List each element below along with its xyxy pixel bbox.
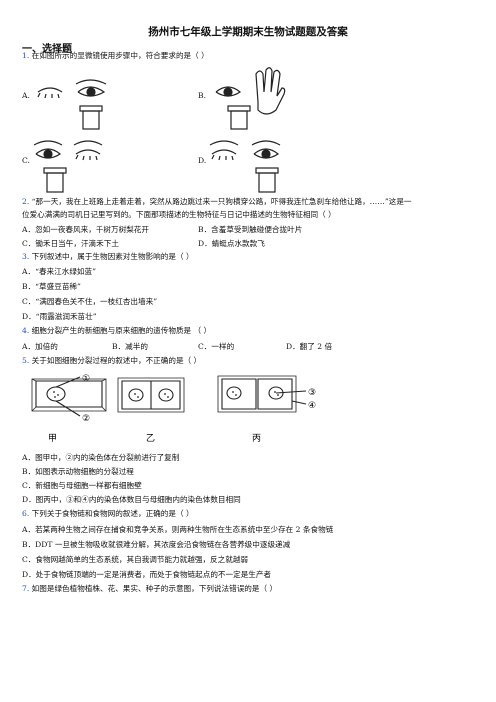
option-b: B．如图表示动物细胞的分裂过程: [22, 467, 134, 476]
option-b: B．减半的: [112, 342, 148, 351]
question-number: 1.: [22, 51, 30, 60]
question-7: 7. 如图是绿色植物植株、花、果实、种子的示意图，下列说法错误的是（ ）: [22, 584, 277, 594]
question-text: 下列叙述中，属于生物因素对生物影响的是（ ）: [31, 252, 194, 261]
mark-1: ①: [82, 374, 90, 384]
question-number: 3.: [22, 252, 30, 261]
microscope-figure-b: [215, 67, 286, 130]
section-heading: 一、选择题: [22, 44, 72, 55]
page-title: 扬州市七年级上学期期末生物试题题及答案: [148, 26, 348, 38]
mark-4: ④: [308, 401, 316, 411]
question-5: 5. 关于如图细胞分裂过程的叙述中，不正确的是（ ）: [22, 356, 201, 366]
option-b: B．“草盛豆苗稀”: [22, 282, 81, 291]
label-yi: 乙: [146, 433, 155, 444]
option-c: C．新细胞与母细胞一样都有细胞壁: [22, 481, 142, 490]
option-d-prefix: D．图丙中，: [22, 495, 67, 504]
question-3: 3. 下列叙述中，属于生物因素对生物影响的是（ ）: [22, 252, 194, 262]
cell-division-figure: ① ② ③ ④ 甲 乙 丙: [31, 374, 316, 444]
option-c-label: C.: [22, 156, 30, 165]
question-number: 4.: [22, 326, 30, 335]
option-a-label: A.: [22, 91, 30, 100]
option-d: D．“雨露滋润禾苗壮”: [22, 312, 97, 321]
question-1: 1. 在如图所示的显微镜使用步骤中，符合要求的是（ ）: [22, 51, 209, 61]
option-a-suffix: 内的染色体在分裂前进行了复制: [73, 453, 180, 462]
option-c: C．“满园春色关不住，一枝红杏出墙来”: [22, 297, 158, 306]
option-d-and: 和: [73, 495, 82, 504]
option-b: B．DDT 一旦被生物吸收就很难分解，其浓度会沿食物链在各营养级中逐级递减: [22, 540, 291, 549]
option-c: C．锄禾日当午，汗滴禾下土: [22, 239, 119, 248]
option-b: B．含羞草受到触碰便合拢叶片: [198, 225, 303, 234]
option-d: D．图丙中，③和④内的染色体数目与母细胞内的染色体数目相同: [22, 494, 241, 505]
question-text-line2: 位爱心满满的司机日记里写到的。下面那项描述的生物特征与日记中描述的生物特征相同（…: [22, 210, 336, 219]
mark-3: ③: [308, 388, 316, 398]
mark-2: ②: [82, 414, 90, 424]
option-a: A．若某两种生物之间存在捕食和竞争关系，则两种生物所在生态系统中至少存在 2 条…: [22, 525, 334, 534]
option-d: D．蜻蜓点水款款飞: [198, 239, 265, 248]
option-d: D．翻了 2 倍: [286, 342, 333, 351]
option-c: C．一样的: [198, 342, 235, 351]
question-text: 关于如图细胞分裂过程的叙述中，不正确的是（ ）: [31, 356, 202, 365]
microscope-figure-a: [37, 79, 107, 130]
mark-ref-2: ②: [65, 453, 74, 462]
option-a: A．图甲中，②内的染色体在分裂前进行了复制: [22, 452, 179, 463]
question-text: 如图是绿色植物植株、花、果实、种子的示意图，下列说法错误的是（ ）: [31, 584, 278, 593]
option-a: A．“春来江水绿如蓝”: [22, 267, 96, 276]
option-d-suffix: 内的染色体数目与母细胞内的染色体数目相同: [88, 495, 241, 504]
option-c: C．食物网越简单的生态系统，其自我调节能力就越强，反之就越弱: [22, 555, 249, 564]
mark-ref-4: ④: [81, 495, 89, 504]
option-d: D．处于食物链顶端的一定是消费者，而处于食物链起点的不一定是生产者: [22, 570, 272, 579]
question-text: 细胞分裂产生的新细胞与原来细胞的遗传物质是 （ ）: [31, 326, 212, 335]
option-a: A．忽如一夜春风来，千树万树梨花开: [22, 225, 149, 234]
question-number: 6.: [22, 509, 30, 518]
option-a: A．加倍的: [22, 342, 58, 351]
question-number: 2.: [22, 197, 30, 206]
label-bing: 丙: [252, 433, 261, 444]
question-text: 在如图所示的显微镜使用步骤中，符合要求的是（ ）: [31, 51, 209, 60]
mark-ref-3: ③: [66, 495, 74, 504]
microscope-figure-c: [33, 140, 103, 193]
microscope-figure-d: [209, 140, 281, 193]
question-6: 6. 下列关于食物链和食物网的叙述，正确的是（ ）: [22, 509, 194, 519]
option-d-label: D.: [198, 156, 207, 165]
question-4: 4. 细胞分裂产生的新细胞与原来细胞的遗传物质是 （ ）: [22, 326, 211, 336]
label-jia: 甲: [48, 433, 57, 444]
question-text: 下列关于食物链和食物网的叙述，正确的是（ ）: [31, 509, 194, 518]
question-number: 7.: [22, 584, 30, 593]
option-b-label: B.: [198, 91, 206, 100]
question-2: 2. “那一天，我在上班路上走着走着，突然从路边跳过来一只狗横穿公路，吓得我连忙…: [22, 197, 412, 207]
question-text-line1: “那一天，我在上班路上走着走着，突然从路边跳过来一只狗横穿公路，吓得我连忙急刹车…: [31, 197, 412, 206]
question-number: 5.: [22, 356, 30, 365]
option-a-prefix: A．图甲中，: [22, 453, 66, 462]
